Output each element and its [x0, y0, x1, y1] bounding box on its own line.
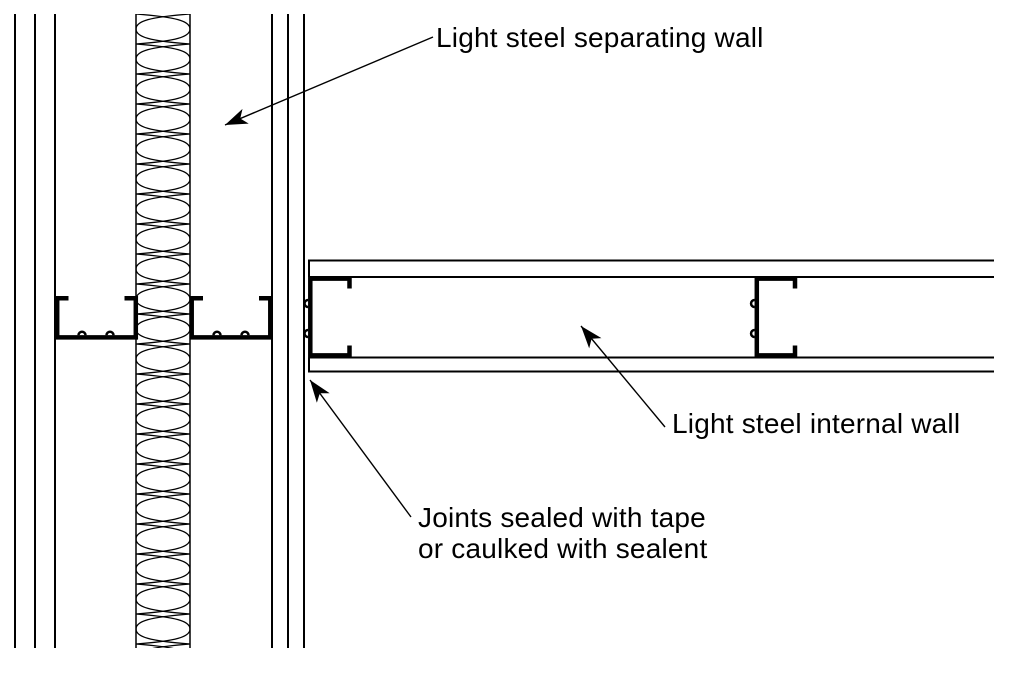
separating-wall-stud-right	[189, 295, 273, 340]
separating-wall-right-boards	[271, 14, 305, 648]
internal-wall-label: Light steel internal wall	[672, 408, 961, 439]
separating-wall-stud-left	[54, 295, 139, 340]
separating-wall-leader-arrow	[224, 36, 434, 126]
joints-sealed-label: Joints sealed with tape or caulked with …	[418, 502, 707, 564]
internal-wall-end-stud	[303, 276, 352, 358]
joints-sealed-label-line2: or caulked with sealent	[418, 533, 708, 564]
joints-sealed-label-line1: Joints sealed with tape	[418, 502, 706, 533]
leader-lines	[224, 36, 666, 518]
insulation-batt-hatch	[135, 14, 191, 648]
separating-wall-label: Light steel separating wall	[436, 22, 764, 53]
joints-leader-arrow	[309, 379, 412, 518]
internal-wall-boards	[308, 259, 994, 373]
internal-wall-mid-stud	[749, 276, 798, 358]
separating-wall-left-boards	[14, 14, 56, 648]
internal-wall-leader-arrow	[580, 325, 666, 428]
